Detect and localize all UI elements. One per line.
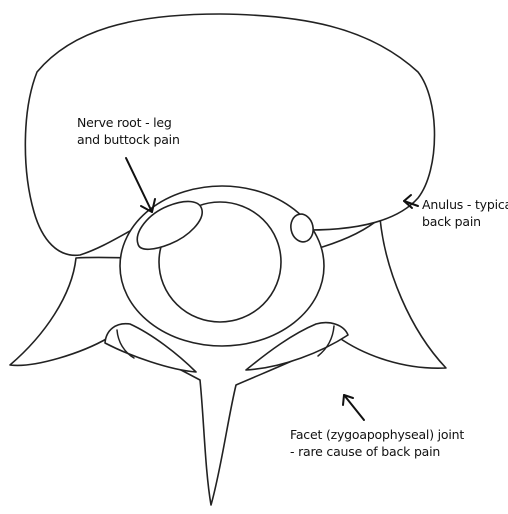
nerve-root-label-line2: and buttock pain	[77, 131, 180, 148]
nerve-root-label-line1: Nerve root - leg	[77, 114, 180, 131]
facet-joint-label: Facet (zygoapophyseal) joint - rare caus…	[290, 426, 464, 460]
facet-joint-label-line2: - rare cause of back pain	[290, 443, 464, 460]
anulus-label: Anulus - typical back pain	[422, 196, 508, 230]
facet-joint-label-line1: Facet (zygoapophyseal) joint	[290, 426, 464, 443]
facet-arrow	[343, 395, 364, 420]
anulus-label-line2: back pain	[422, 213, 508, 230]
nerve-root-label: Nerve root - leg and buttock pain	[77, 114, 180, 148]
anulus-label-line1: Anulus - typical	[422, 196, 508, 213]
